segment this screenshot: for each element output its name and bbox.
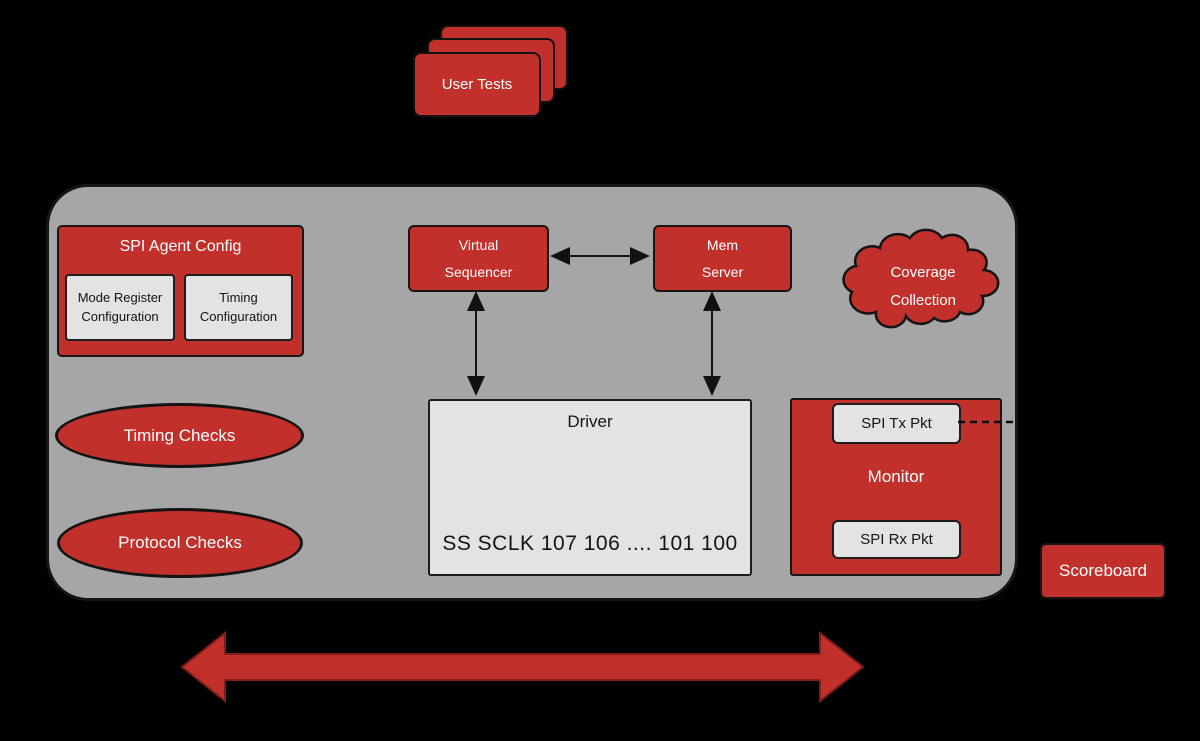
- spi-tx-pkt-box: SPI Tx Pkt: [832, 403, 961, 444]
- spi-agent-config-title: SPI Agent Config: [119, 238, 242, 255]
- monitor-title: Monitor: [867, 467, 925, 486]
- driver-title: Driver: [567, 412, 613, 431]
- protocol-checks-ellipse: Protocol Checks: [57, 508, 303, 578]
- spi-agent-container: SPI Agent Config Mode Register Configura…: [46, 184, 1018, 601]
- timing-config-box: Timing Configuration: [184, 274, 293, 341]
- driver-box: Driver SS SCLK 107 106 .... 101 100: [428, 399, 752, 576]
- driver-signals-text: SS SCLK 107 106 .... 101 100: [442, 532, 738, 555]
- spi-tx-pkt-label: SPI Tx Pkt: [861, 415, 932, 432]
- virtual-sequencer-box: Virtual Sequencer: [408, 225, 549, 292]
- mem-server-label: Mem Server: [701, 236, 744, 280]
- bus-bidirectional-arrow: [180, 630, 865, 704]
- monitor-box: SPI Tx Pkt Monitor SPI Rx Pkt: [790, 398, 1002, 576]
- mode-register-config-box: Mode Register Configuration: [65, 274, 175, 341]
- timing-checks-label: Timing Checks: [123, 425, 236, 445]
- coverage-collection-cloud: Coverage Collection: [836, 220, 1010, 334]
- user-tests-label: User Tests: [441, 76, 513, 93]
- timing-checks-ellipse: Timing Checks: [55, 403, 304, 468]
- timing-config-label: Timing Configuration: [199, 289, 278, 324]
- protocol-checks-label: Protocol Checks: [118, 533, 242, 552]
- scoreboard-box: Scoreboard: [1040, 543, 1166, 599]
- spi-rx-pkt-box: SPI Rx Pkt: [832, 520, 961, 559]
- mode-register-config-label: Mode Register Configuration: [77, 289, 163, 324]
- cloud-icon: [842, 228, 1000, 329]
- scoreboard-label: Scoreboard: [1059, 561, 1147, 580]
- virtual-sequencer-label: Virtual Sequencer: [444, 236, 513, 280]
- spi-rx-pkt-label: SPI Rx Pkt: [860, 531, 933, 548]
- mem-server-box: Mem Server: [653, 225, 792, 292]
- spi-agent-config-box: SPI Agent Config Mode Register Configura…: [57, 225, 304, 357]
- coverage-collection-label: Coverage Collection: [890, 263, 956, 310]
- user-tests-card-front: User Tests: [413, 52, 541, 117]
